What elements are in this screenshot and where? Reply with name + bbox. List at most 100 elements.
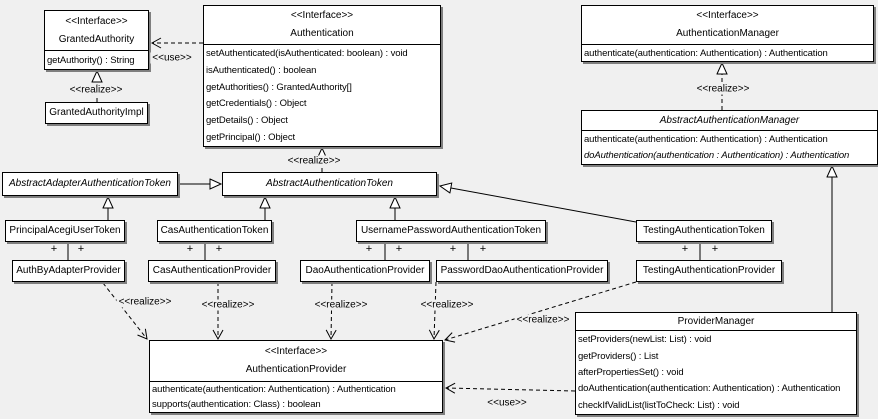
method-authentication-2: getAuthorities() : GrantedAuthority[] xyxy=(206,81,352,93)
class-header-auth-by-adapter-provider: AuthByAdapterProvider xyxy=(13,261,124,281)
association-plus-marker-5: + xyxy=(395,243,403,255)
association-plus-marker-2: + xyxy=(186,243,194,255)
class-name: AbstractAdapterAuthenticationToken xyxy=(9,178,171,189)
methods-compartment: authenticate(authentication: Authenticat… xyxy=(582,44,873,61)
edge-realize-dao-provider xyxy=(325,281,337,341)
class-header-username-password-authentication-token: UsernamePasswordAuthenticationToken xyxy=(357,221,545,241)
class-name: ProviderManager xyxy=(677,315,755,327)
class-header-abstract-authentication-manager: AbstractAuthenticationManager xyxy=(582,111,877,130)
association-plus-marker-9: + xyxy=(711,243,719,255)
edge-use-provider-manager-to-authentication-provider xyxy=(444,382,576,394)
class-name: AbstractAuthenticationToken xyxy=(266,178,393,189)
class-username-password-authentication-token[interactable]: UsernamePasswordAuthenticationToken xyxy=(356,220,546,242)
class-cas-authentication-provider[interactable]: CasAuthenticationProvider xyxy=(148,260,276,282)
edge-label-4: <<realize>> xyxy=(116,296,174,308)
edge-realize-password-dao-provider xyxy=(428,281,440,341)
class-dao-authentication-provider[interactable]: DaoAuthenticationProvider xyxy=(300,260,430,282)
class-header-provider-manager: ProviderManager xyxy=(576,313,856,330)
method-authentication-provider-0: authenticate(authentication: Authenticat… xyxy=(152,384,396,396)
method-abstract-authentication-manager-1: doAuthentication(authentication : Authen… xyxy=(584,150,850,161)
method-authentication-4: getDetails() : Object xyxy=(206,114,288,126)
association-plus-marker-3: + xyxy=(215,243,223,255)
class-name: CasAuthenticationToken xyxy=(160,225,269,236)
class-name: GrantedAuthorityImpl xyxy=(49,107,144,118)
edge-label-0: <<use>> xyxy=(150,52,194,64)
class-header-authentication-manager: <<Interface>> AuthenticationManager xyxy=(582,6,873,44)
class-header-granted-authority-impl: GrantedAuthorityImpl xyxy=(46,103,147,123)
class-granted-authority[interactable]: <<Interface>>GrantedAuthority getAuthorit… xyxy=(44,10,149,70)
class-name: PrincipalAcegiUserToken xyxy=(9,225,121,236)
association-plus-marker-7: + xyxy=(479,243,487,255)
class-name: AuthByAdapterProvider xyxy=(16,265,121,276)
class-name: TestingAuthenticationToken xyxy=(643,225,765,236)
association-plus-marker-0: + xyxy=(50,243,58,255)
edge-label-8: <<realize>> xyxy=(514,314,572,326)
methods-compartment: setProviders(newList: List) : void getPro… xyxy=(576,330,856,414)
method-granted-authority-0: getAuthority() : String xyxy=(47,54,135,66)
edge-label-1: <<realize>> xyxy=(67,84,125,96)
class-header-authentication-provider: <<Interface>>AuthenticationProvider xyxy=(150,341,442,381)
method-provider-manager-1: getProviders() : List xyxy=(578,350,659,362)
class-header-testing-authentication-token: TestingAuthenticationToken xyxy=(637,221,771,241)
method-authentication-1: isAuthenticated() : boolean xyxy=(206,64,317,76)
methods-compartment: getAuthority() : String xyxy=(45,50,148,69)
edge-label-6: <<realize>> xyxy=(312,299,370,311)
method-authentication-0: setAuthenticated(isAuthenticated: boolea… xyxy=(206,48,408,60)
method-authentication-3: getCredentials() : Object xyxy=(206,98,307,110)
class-cas-authentication-token[interactable]: CasAuthenticationToken xyxy=(157,220,272,242)
class-name: PasswordDaoAuthenticationProvider xyxy=(440,265,604,276)
method-provider-manager-0: setProviders(newList: List) : void xyxy=(578,334,712,346)
edge-label-5: <<realize>> xyxy=(199,299,257,311)
class-name: Authentication xyxy=(290,28,354,39)
method-provider-manager-4: checkIfValidList(listToCheck: List) : vo… xyxy=(578,399,740,411)
class-abstract-adapter-authentication-token[interactable]: AbstractAdapterAuthenticationToken xyxy=(2,172,178,196)
class-name: TestingAuthenticationProvider xyxy=(642,265,776,276)
method-authentication-5: getPrincipal() : Object xyxy=(206,131,296,143)
methods-compartment: authenticate(authentication: Authenticat… xyxy=(582,130,877,164)
class-abstract-authentication-token[interactable]: AbstractAuthenticationToken xyxy=(222,172,437,196)
method-authentication-provider-1: supports(authentication: Class) : boolea… xyxy=(152,398,321,410)
class-principal-acegi-user-token[interactable]: PrincipalAcegiUserToken xyxy=(5,220,125,242)
class-header-cas-authentication-token: CasAuthenticationToken xyxy=(158,221,271,241)
edge-realize-testing-provider xyxy=(444,281,637,343)
edge-label-2: <<realize>> xyxy=(285,155,343,167)
edge-label-7: <<realize>> xyxy=(418,299,476,311)
association-plus-marker-8: + xyxy=(681,243,689,255)
method-provider-manager-2: afterPropertiesSet() : void xyxy=(578,366,684,378)
edge-label-9: <<use>> xyxy=(485,397,529,409)
class-password-dao-authentication-provider[interactable]: PasswordDaoAuthenticationProvider xyxy=(436,260,608,282)
methods-compartment: authenticate(authentication: Authenticat… xyxy=(150,381,442,412)
class-abstract-authentication-manager[interactable]: AbstractAuthenticationManager authenticat… xyxy=(581,110,878,165)
class-header-abstract-authentication-token: AbstractAuthenticationToken xyxy=(223,173,436,195)
class-header-granted-authority: <<Interface>>GrantedAuthority xyxy=(45,11,148,50)
class-testing-authentication-token[interactable]: TestingAuthenticationToken xyxy=(636,220,772,242)
stereotype-label: <<Interface>> xyxy=(696,10,759,21)
class-header-abstract-adapter-authentication-token: AbstractAdapterAuthenticationToken xyxy=(3,173,177,195)
class-header-cas-authentication-provider: CasAuthenticationProvider xyxy=(149,261,275,281)
edge-label-3: <<realize>> xyxy=(694,83,752,95)
class-header-testing-authentication-provider: TestingAuthenticationProvider xyxy=(637,261,781,281)
stereotype-label: <<Interface>> xyxy=(290,10,354,21)
class-provider-manager[interactable]: ProviderManager setProviders(newList: Lis… xyxy=(575,312,857,415)
class-auth-by-adapter-provider[interactable]: AuthByAdapterProvider xyxy=(12,260,125,282)
class-authentication-manager[interactable]: <<Interface>> AuthenticationManager authen… xyxy=(581,5,874,62)
class-granted-authority-impl[interactable]: GrantedAuthorityImpl xyxy=(45,102,148,124)
class-name: DaoAuthenticationProvider xyxy=(305,265,425,276)
class-authentication-provider[interactable]: <<Interface>>AuthenticationProvider authe… xyxy=(149,340,443,413)
class-name: AuthenticationManager xyxy=(676,28,779,39)
stereotype-label: <<Interface>> xyxy=(65,15,128,27)
methods-compartment: setAuthenticated(isAuthenticated: boolea… xyxy=(204,44,440,146)
class-name: AuthenticationProvider xyxy=(245,364,347,375)
class-header-dao-authentication-provider: DaoAuthenticationProvider xyxy=(301,261,429,281)
association-plus-marker-4: + xyxy=(365,243,373,255)
method-abstract-authentication-manager-0: authenticate(authentication: Authenticat… xyxy=(584,134,828,145)
edge-realize-auth-by-adapter-provider xyxy=(102,282,148,340)
class-header-password-dao-authentication-provider: PasswordDaoAuthenticationProvider xyxy=(437,261,607,281)
edge-gen-testing-token-to-abstract-token xyxy=(440,186,637,223)
class-name: UsernamePasswordAuthenticationToken xyxy=(360,225,542,236)
association-plus-marker-1: + xyxy=(77,243,85,255)
class-authentication[interactable]: <<Interface>> Authentication setAuthentica… xyxy=(203,5,441,147)
class-testing-authentication-provider[interactable]: TestingAuthenticationProvider xyxy=(636,260,782,282)
